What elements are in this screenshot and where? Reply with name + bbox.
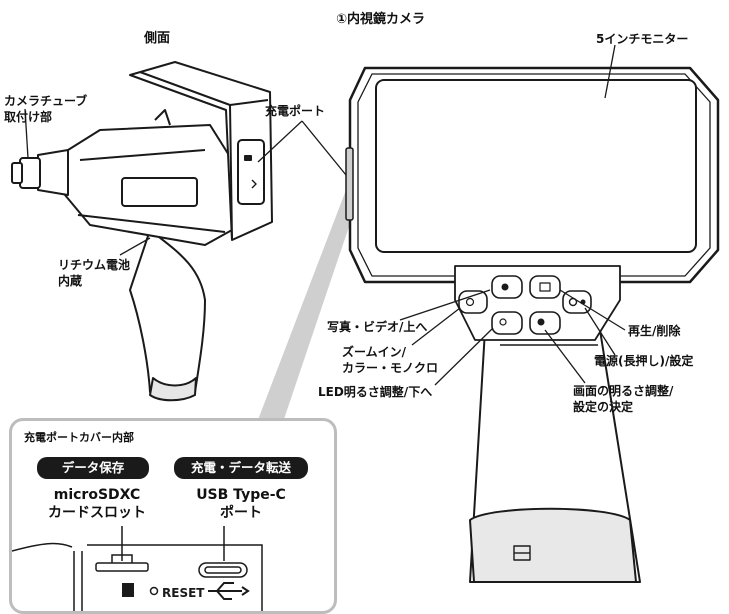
label-zoom-1: ズームイン/ (342, 345, 407, 359)
side-view-title: 側面 (144, 31, 171, 46)
usb-c-port (198, 562, 248, 578)
usb-port-label-1: USB Type-C (196, 487, 286, 503)
label-monitor: 5インチモニター (596, 32, 689, 46)
brightness-button (529, 311, 561, 335)
diagram-stage: ①内視鏡カメラ 側面 5インチモニター 充電ポート カメラチューブ 取付け部 リ… (4, 12, 720, 614)
playback-button (529, 275, 561, 299)
reset-label: RESET (162, 586, 205, 600)
label-screen-brightness-2: 設定の決定 (573, 400, 634, 414)
inset-title: 充電ポートカバー内部 (24, 431, 134, 444)
label-charging-port: 充電ポート (265, 104, 326, 118)
reset-button (149, 586, 159, 596)
main-title: ①内視鏡カメラ (336, 12, 426, 27)
label-camera-tube-2: 取付け部 (4, 110, 53, 124)
sd-icon (122, 583, 134, 597)
label-zoom-2: カラー・モノクロ (342, 361, 439, 375)
callout-wedge (256, 190, 358, 425)
sd-card-slot (95, 562, 149, 572)
pill-charge-transfer: 充電・データ転送 (174, 457, 308, 479)
led-button (491, 311, 523, 335)
pill-data-storage: データ保存 (37, 457, 149, 479)
label-playback: 再生/削除 (628, 324, 681, 338)
label-screen-brightness-1: 画面の明るさ調整/ (573, 384, 674, 398)
label-power: 電源(長押し)/設定 (594, 354, 694, 368)
zoom-icon (465, 297, 475, 307)
sd-slot-label-1: microSDXC (53, 487, 141, 503)
front-view-device (345, 66, 720, 583)
sun-icon (537, 318, 545, 326)
usb-port-label-2: ポート (220, 505, 262, 521)
light-icon (499, 318, 507, 326)
label-battery-2: 内蔵 (58, 274, 83, 288)
port-cover-inset: 充電ポートカバー内部 データ保存 充電・データ転送 microSDXC カードス… (9, 418, 337, 614)
label-photo-video: 写真・ビデオ/上へ (327, 320, 428, 334)
leader-lines (24, 44, 626, 386)
label-battery-1: リチウム電池 (58, 258, 131, 272)
side-view-device (11, 61, 273, 402)
diagram-drawing (11, 44, 720, 583)
camera-icon (501, 283, 509, 291)
sd-slot-label-2: カードスロット (48, 505, 146, 521)
label-led: LED明るさ調整/下へ (318, 385, 433, 399)
inset-drawing: RESET (12, 526, 263, 611)
label-camera-tube-1: カメラチューブ (4, 94, 88, 108)
usb-icon (208, 582, 250, 600)
